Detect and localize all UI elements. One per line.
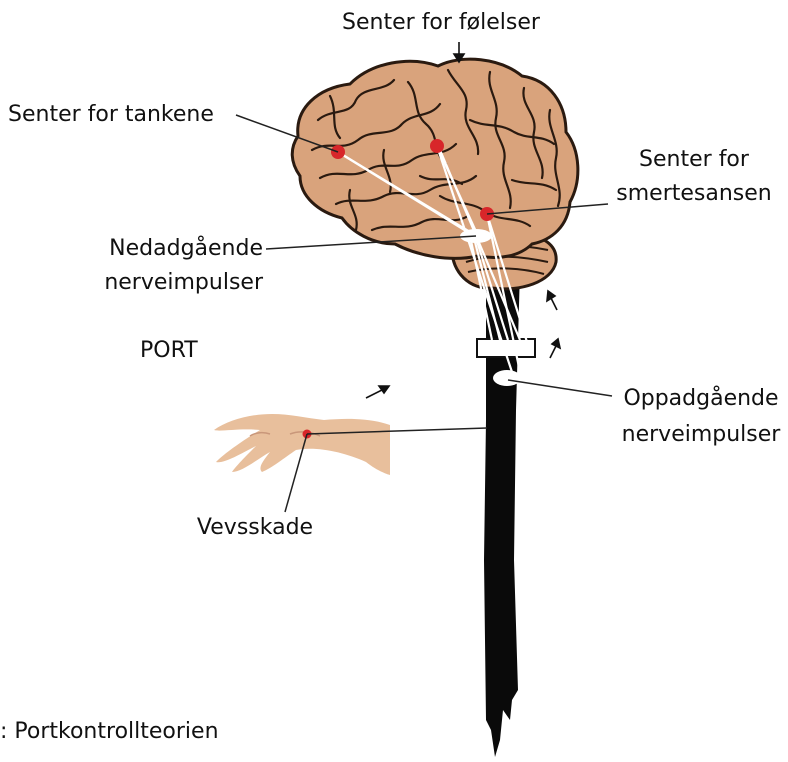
thoughts-center-label: Senter for tankene — [8, 102, 214, 127]
descending-impulses-label-line2: nerveimpulser — [104, 270, 264, 295]
ascending-impulses-label-line2: nerveimpulser — [622, 422, 782, 447]
hand-illustration — [214, 414, 390, 475]
arrow-up-icon — [550, 339, 560, 358]
ascending-impulse-node — [493, 370, 521, 386]
injury-label: Vevsskade — [197, 515, 313, 540]
arrow-up-icon — [547, 291, 557, 310]
gate-label: PORT — [140, 338, 198, 363]
pain-center-label-line1: Senter for — [639, 147, 750, 172]
emotions-center-label: Senter for følelser — [342, 10, 541, 35]
brain — [292, 59, 578, 258]
arrow-right-icon — [366, 386, 389, 398]
ascending-impulses-label-line1: Oppadgående — [623, 385, 778, 411]
pain-center-label-line2: smertesansen — [616, 181, 771, 206]
figure-caption: : Portkontrollteorien — [0, 719, 219, 744]
emotions-center-dot — [430, 139, 444, 153]
descending-impulses-label-line1: Nedadgående — [109, 235, 263, 261]
